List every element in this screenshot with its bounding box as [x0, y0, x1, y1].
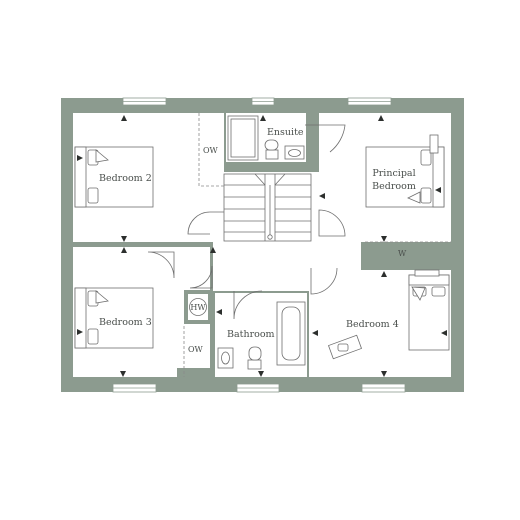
hw-label: HW	[190, 303, 206, 312]
basin-icon	[217, 347, 234, 369]
principal-bedroom-label-line1: Principal	[372, 168, 415, 179]
triangle-marker-icon	[381, 371, 387, 377]
bedroom-3-label: Bedroom 3	[99, 317, 152, 328]
hw-cylinder	[189, 298, 207, 316]
ensuite-label: Ensuite	[267, 127, 304, 138]
triangle-marker-icon	[381, 236, 387, 242]
markers	[77, 115, 447, 377]
triangle-marker-icon	[435, 187, 441, 193]
beds	[74, 146, 450, 360]
wardrobes	[183, 113, 451, 377]
triangle-marker-icon	[441, 330, 447, 336]
ow-upper-label: OW	[203, 146, 219, 155]
triangle-marker-icon	[381, 271, 387, 277]
basin-icon	[284, 145, 305, 160]
triangle-marker-icon	[77, 155, 83, 161]
radiators	[414, 134, 440, 277]
triangle-marker-icon	[258, 371, 264, 377]
bed-icon	[365, 146, 445, 208]
wc-icon	[264, 139, 279, 160]
w-label: W	[398, 249, 407, 258]
triangle-marker-icon	[216, 309, 222, 315]
wc-icon	[247, 346, 262, 370]
triangle-marker-icon	[378, 115, 384, 121]
principal-bedroom-label-line2: Bedroom	[372, 181, 416, 192]
bathroom-label: Bathroom	[227, 329, 275, 340]
ensuite-fixtures	[227, 115, 305, 161]
triangle-marker-icon	[210, 247, 216, 253]
triangle-marker-icon	[260, 115, 266, 121]
bathroom-fixtures	[217, 301, 306, 370]
bedroom-2-label: Bedroom 2	[99, 173, 152, 184]
bedroom-4-label: Bedroom 4	[346, 319, 399, 330]
bed-icon	[74, 287, 154, 349]
triangle-marker-icon	[121, 236, 127, 242]
triangle-marker-icon	[77, 329, 83, 335]
bed-icon	[408, 274, 450, 351]
triangle-marker-icon	[121, 115, 127, 121]
bed-icon	[74, 146, 154, 208]
room-labels: Bedroom 2 Bedroom 3 Bedroom 4 Principal …	[99, 127, 416, 354]
doors	[147, 124, 346, 320]
door-icon	[305, 124, 346, 153]
door-icon	[310, 267, 338, 295]
bath-icon	[276, 301, 306, 366]
staircase-icon	[223, 173, 312, 242]
triangle-marker-icon	[319, 193, 325, 199]
desk-icon	[327, 334, 363, 360]
triangle-marker-icon	[312, 330, 318, 336]
door-icon	[187, 211, 224, 235]
ow-lower-label: OW	[188, 345, 204, 354]
triangle-marker-icon	[120, 371, 126, 377]
door-icon	[318, 209, 346, 237]
door-icon	[147, 251, 175, 279]
triangle-marker-icon	[121, 247, 127, 253]
door-icon	[233, 290, 263, 320]
ow-upper-wardrobe	[198, 113, 224, 187]
hw-cupboard	[184, 290, 212, 324]
windows	[112, 97, 406, 393]
door-icon	[189, 265, 213, 289]
